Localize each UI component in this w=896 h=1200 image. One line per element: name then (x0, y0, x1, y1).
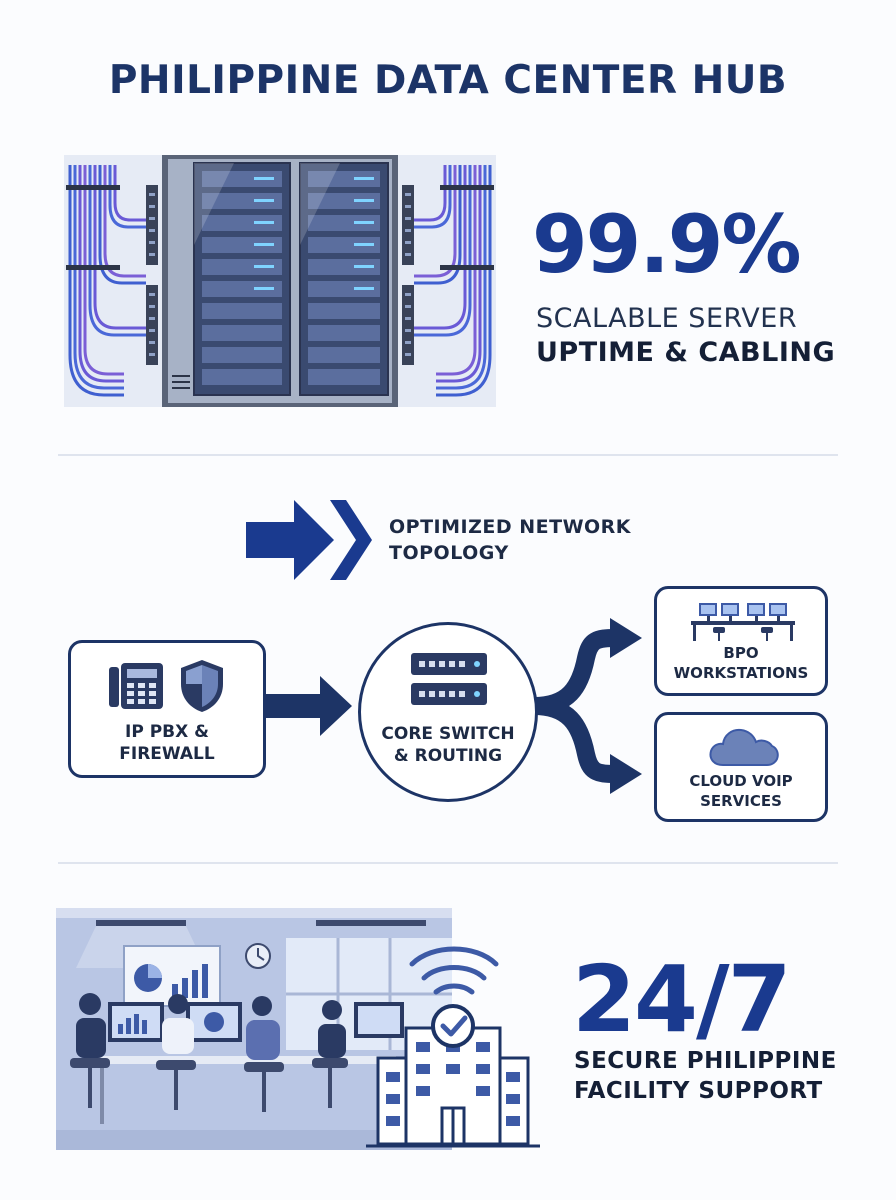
topology-heading-line2: TOPOLOGY (389, 542, 509, 564)
node-cloud-label-line2: SERVICES (700, 792, 782, 810)
ip-phone-icon (107, 661, 165, 711)
call-center-illustration (56, 908, 540, 1150)
topology-heading-line1: OPTIMIZED NETWORK (389, 516, 632, 538)
topology-connectors (0, 560, 896, 860)
network-cable-left (68, 165, 146, 397)
network-cable-right (414, 165, 492, 397)
check-badge-icon (431, 1004, 475, 1048)
uptime-caption-line1: SCALABLE SERVER (536, 303, 798, 334)
workstation-desks-icon (691, 601, 795, 643)
arrow-core-to-cloud (533, 697, 617, 783)
support-caption-line1: SECURE PHILIPPINE (574, 1048, 837, 1074)
section-divider (58, 454, 838, 456)
node-cloud-voip: CLOUD VOIP SERVICES (654, 712, 828, 822)
node-ip-pbx-firewall: IP PBX & FIREWALL (68, 640, 266, 778)
node-core-label-line1: CORE SWITCH (381, 724, 515, 744)
arrow-pbx-to-core (266, 676, 352, 736)
cloud-icon (709, 727, 779, 767)
arrow-core-to-bpo (533, 629, 617, 715)
page-title: PHILIPPINE DATA CENTER HUB (108, 58, 788, 103)
support-caption-line2: FACILITY SUPPORT (574, 1078, 823, 1104)
node-bpo-label-line1: BPO (723, 644, 759, 662)
section-divider (58, 862, 838, 864)
wifi-icon (409, 946, 499, 995)
uptime-value: 99.9% (532, 198, 802, 291)
node-bpo-label-line2: WORKSTATIONS (673, 664, 809, 682)
server-rack-illustration (64, 155, 496, 407)
network-switch-icon (411, 651, 487, 709)
node-core-label-line2: & ROUTING (393, 746, 503, 766)
uptime-caption-line2: UPTIME & CABLING (536, 337, 836, 368)
node-bpo-workstations: BPO WORKSTATIONS (654, 586, 828, 696)
node-cloud-label-line1: CLOUD VOIP (689, 772, 793, 790)
support-value: 24/7 (572, 946, 792, 1053)
node-pbx-label-line1: IP PBX & (125, 722, 209, 742)
node-pbx-label-line2: FIREWALL (119, 744, 215, 764)
firewall-shield-icon (179, 658, 225, 714)
node-core-switch: CORE SWITCH & ROUTING (358, 622, 538, 802)
forward-arrows-icon (246, 500, 372, 580)
